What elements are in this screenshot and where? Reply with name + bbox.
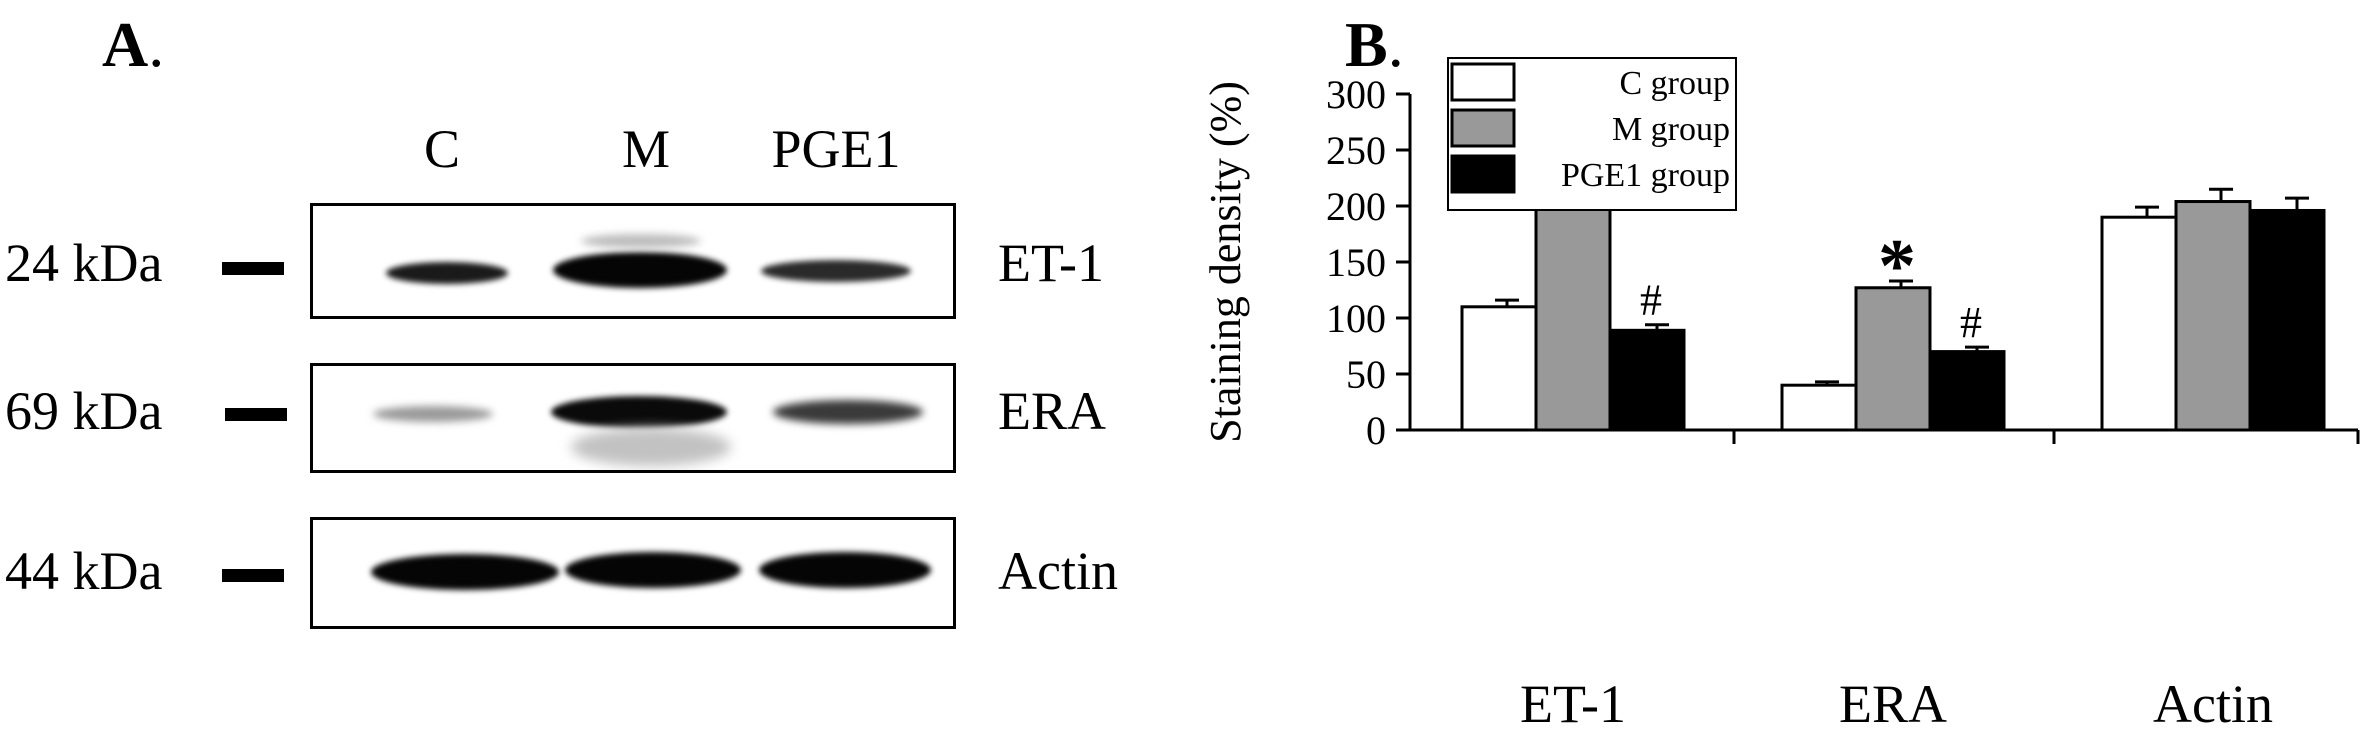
band-era-m-smear (571, 428, 731, 466)
marker-label-row3: 44 kDa (5, 541, 163, 601)
lane-label-m: M (621, 119, 670, 179)
legend-swatch-pge1-group (1450, 154, 1516, 194)
lane-label-c: C (423, 119, 461, 179)
y-tick-label: 200 (1326, 184, 1386, 229)
bar-c-group-era (1780, 383, 1858, 432)
blot-era (310, 363, 956, 473)
x-category-label: ERA (1839, 674, 1947, 730)
protein-label-et1: ET-1 (998, 233, 1104, 293)
marker-label-row2: 69 kDa (5, 381, 163, 441)
blot-actin (310, 517, 956, 629)
panel-b-label: B. (1345, 8, 1404, 82)
y-tick-label: 300 (1326, 72, 1386, 117)
band-actin-m (565, 552, 741, 588)
band-et1-pge1 (761, 260, 911, 282)
bar-pge1-group-et-1 (1608, 328, 1686, 432)
y-tick-label: 100 (1326, 296, 1386, 341)
protein-label-era: ERA (998, 381, 1106, 441)
x-category-label: ET-1 (1520, 674, 1626, 730)
y-tick-label: 250 (1326, 128, 1386, 173)
panel-b-dot: . (1387, 9, 1404, 80)
y-tick-label: 0 (1366, 408, 1386, 453)
panel-a-letter: A (102, 9, 149, 80)
significance-star: * (1878, 224, 1916, 308)
band-era-m (551, 396, 727, 428)
band-et1-m-smear (581, 234, 701, 248)
bar-m-group-et-1 (1534, 187, 1612, 432)
blot-et1 (310, 203, 956, 319)
legend-label-c-group: C group (1620, 65, 1731, 102)
protein-label-actin: Actin (998, 541, 1118, 601)
legend-label-pge1-group: PGE1 group (1561, 157, 1730, 194)
band-et1-m (553, 252, 727, 288)
y-tick-label: 50 (1346, 352, 1386, 397)
bar-m-group-era (1854, 286, 1932, 432)
panel-a-label: A. (102, 8, 164, 82)
legend-swatch-c-group (1450, 62, 1516, 102)
significance-hash: # (1960, 298, 1982, 347)
bar-m-group-actin (2174, 200, 2252, 432)
y-tick-label: 150 (1326, 240, 1386, 285)
x-category-label: Actin (2153, 674, 2273, 730)
band-actin-pge1 (759, 552, 931, 588)
significance-hash: # (1640, 276, 1662, 325)
marker-dash-row3 (222, 569, 284, 582)
band-et1-c (386, 262, 508, 284)
marker-label-row1: 24 kDa (5, 233, 163, 293)
bar-c-group-actin (2100, 215, 2178, 432)
bar-pge1-group-era (1928, 350, 2006, 432)
legend-label-m-group: M group (1612, 111, 1730, 148)
band-actin-c (371, 554, 559, 590)
bar-pge1-group-actin (2248, 208, 2326, 432)
marker-dash-row1 (222, 262, 284, 275)
panel-a-dot: . (148, 9, 165, 80)
bar-c-group-et-1 (1460, 305, 1538, 432)
band-era-c (373, 406, 493, 422)
y-axis-title: Staining density (%) (1201, 81, 1250, 443)
band-era-pge1 (773, 400, 923, 424)
legend-swatch-m-group (1450, 108, 1516, 148)
lane-label-pge1: PGE1 (771, 119, 901, 179)
panel-b-letter: B (1345, 9, 1388, 80)
marker-dash-row2 (225, 408, 287, 421)
